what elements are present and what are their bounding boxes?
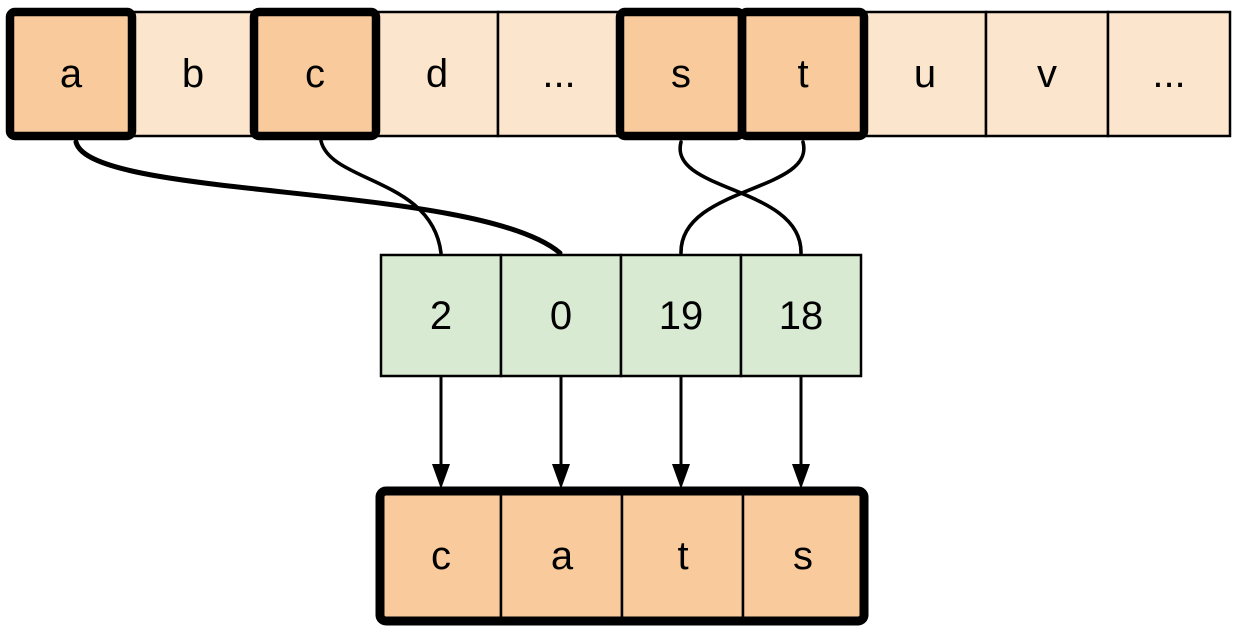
- mapping-curve-t-to-19: [679, 140, 806, 255]
- output-label-c: c: [431, 534, 451, 578]
- alphabet-cell-ellipsis-2: [1106, 10, 1232, 138]
- mapping-curve-c-to-2: [319, 139, 443, 255]
- output-label-t: t: [677, 534, 688, 578]
- arrowhead-4: [792, 464, 810, 489]
- highlight-border-a: [5, 7, 137, 141]
- output-row-border: [375, 486, 869, 626]
- alphabet-label-ellipsis-2: ...: [1152, 52, 1185, 96]
- arrowhead-3: [672, 464, 690, 489]
- index-value-18: 18: [779, 294, 824, 338]
- arrowhead-2: [552, 464, 570, 489]
- index-value-0: 0: [550, 294, 572, 338]
- alphabet-label-v: v: [1037, 52, 1057, 96]
- alphabet-label-b: b: [182, 52, 204, 96]
- mapping-curves: [73, 139, 806, 256]
- index-cell-19: [619, 253, 743, 378]
- mapping-curve-s-to-18: [678, 140, 803, 255]
- alphabet-label-u: u: [914, 52, 936, 96]
- output-cell-a: [499, 489, 624, 623]
- alphabet-label-s: s: [671, 52, 691, 96]
- index-cell-2: [379, 253, 503, 378]
- arrowhead-1: [432, 464, 450, 489]
- alphabet-label-ellipsis-1: ...: [542, 52, 575, 96]
- output-row: c a t s: [375, 486, 869, 626]
- alphabet-cell-v: [984, 10, 1110, 138]
- alphabet-label-c: c: [305, 52, 325, 96]
- mapping-curve-a-to-0: [73, 139, 563, 256]
- alphabet-label-a: a: [60, 52, 83, 96]
- highlight-border-c: [249, 7, 381, 141]
- index-row: 2 0 19 18: [379, 253, 863, 378]
- alphabet-row: a b c d ... s t u v ...: [5, 7, 1232, 141]
- index-value-19: 19: [659, 294, 704, 338]
- output-label-s: s: [793, 534, 813, 578]
- alphabet-cell-b: [130, 10, 256, 138]
- alphabet-label-d: d: [426, 52, 448, 96]
- output-label-a: a: [551, 534, 574, 578]
- index-to-output-arrows: [432, 377, 810, 489]
- index-value-2: 2: [430, 294, 452, 338]
- alphabet-cell-a: [8, 10, 134, 138]
- alphabet-cell-ellipsis-1: [496, 10, 622, 138]
- index-cell-18: [739, 253, 863, 378]
- highlight-border-t: [737, 7, 869, 141]
- alphabet-label-t: t: [797, 52, 808, 96]
